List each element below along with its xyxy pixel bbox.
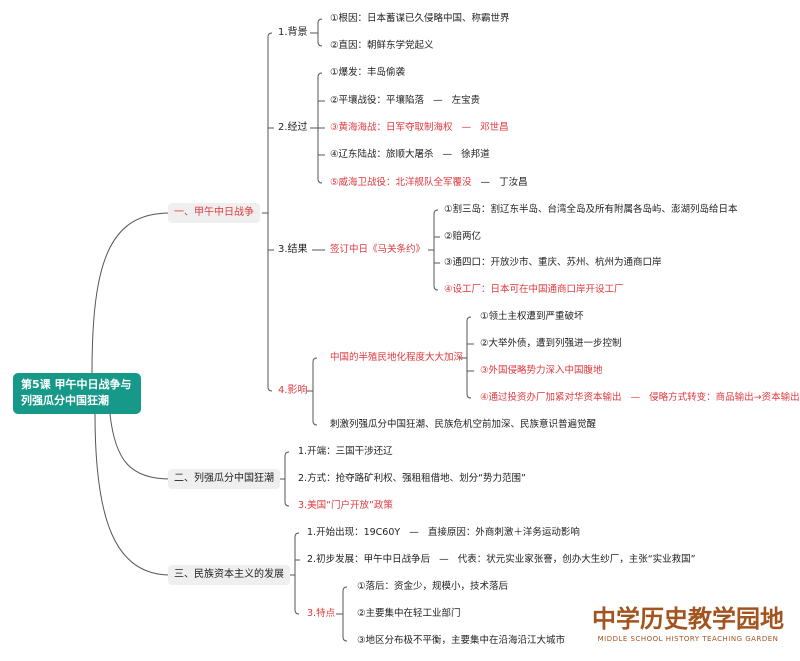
partition-item[interactable]: 1.开端：三国干涉还辽 xyxy=(298,446,393,457)
connector-root-3 xyxy=(94,413,171,576)
capitalism-features[interactable]: 3.特点 xyxy=(307,608,336,619)
partition-item[interactable]: 2.方式：抢夺路矿利权、强租租借地、划分“势力范围” xyxy=(298,473,526,484)
topic-background[interactable]: 1.背景 xyxy=(278,27,308,38)
topic-partition[interactable]: 二、列强瓜分中国狂潮 xyxy=(168,469,280,489)
bracket-section-3 xyxy=(290,532,300,615)
logo-title: 中学历史教学园地 xyxy=(592,604,784,633)
impact-deepen[interactable]: 中国的半殖民地化程度大大加深 xyxy=(330,352,464,363)
connector-root-2 xyxy=(109,413,171,480)
early-label: 2.初步发展：甲午中日战争后 xyxy=(307,554,431,565)
impact-item-text: ④通过投资办厂加紧对华资本输出 xyxy=(480,392,622,403)
early-rep: 代表：状元实业家张謇，创办大生纱厂，主张“实业救国” xyxy=(457,554,696,565)
impact-stimulate[interactable]: 刺激列强瓜分中国狂潮、民族危机空前加深、民族意识普遍觉醒 xyxy=(330,419,597,430)
feature-item[interactable]: ③地区分布极不平衡，主要集中在沿海沿江大城市 xyxy=(357,635,566,646)
topic-sino-japanese-war[interactable]: 一、甲午中日战争 xyxy=(168,203,260,223)
process-item[interactable]: ④辽东陆战：旅顺大屠杀 — 徐邦道 xyxy=(330,149,490,160)
process-item-text: ⑤威海卫战役：北洋舰队全军覆没 xyxy=(330,177,472,188)
bracket-section-1 xyxy=(262,32,274,392)
start-label: 1.开始出现：19C60Y xyxy=(307,527,401,538)
impact-shift: 侵略方式转变：商品输出→资本输出 xyxy=(649,392,800,403)
root-title-line2: 列强瓜分中国狂潮 xyxy=(21,394,109,407)
treaty-item[interactable]: ②赔两亿 xyxy=(444,231,482,242)
partition-item[interactable]: 3.美国“门户开放”政策 xyxy=(298,500,393,511)
process-item-text: ③黄海海战：日军夺取制海权 xyxy=(330,122,453,133)
treaty-node[interactable]: 签订中日《马关条约》 xyxy=(330,244,426,255)
bracket-result xyxy=(312,209,440,291)
feature-item[interactable]: ②主要集中在轻工业部门 xyxy=(357,608,461,619)
process-item-text: ②平壤战役：平壤陷落 xyxy=(330,95,425,106)
process-item[interactable]: ③黄海海战：日军夺取制海权 — 邓世昌 xyxy=(330,122,509,133)
bracket-impact xyxy=(307,357,318,426)
topic-process[interactable]: 2.经过 xyxy=(278,122,308,133)
treaty-item[interactable]: ④设工厂：日本可在中国通商口岸开设工厂 xyxy=(444,284,624,295)
background-item[interactable]: ①根因：日本蓄谋已久侵略中国、称霸世界 xyxy=(330,13,510,24)
bracket-features xyxy=(336,586,348,642)
impact-item[interactable]: ②大举外债，遭到列强进一步控制 xyxy=(480,338,622,349)
person: 徐邦道 xyxy=(461,149,490,160)
bracket-process xyxy=(310,72,325,184)
person: 邓世昌 xyxy=(480,122,509,133)
process-item[interactable]: ①爆发：丰岛偷袭 xyxy=(330,67,406,78)
topic-impact[interactable]: 4.影响 xyxy=(278,385,308,396)
process-item-text: ④辽东陆战：旅顺大屠杀 xyxy=(330,149,434,160)
capitalism-start[interactable]: 1.开始出现：19C60Y — 直接原因：外商刺激＋洋务运动影响 xyxy=(307,527,580,538)
logo-watermark: 中学历史教学园地 MIDDLE SCHOOL HISTORY TEACHING … xyxy=(582,604,794,644)
capitalism-early[interactable]: 2.初步发展：甲午中日战争后 — 代表：状元实业家张謇，创办大生纱厂，主张“实业… xyxy=(307,554,696,565)
impact-item[interactable]: ④通过投资办厂加紧对华资本输出 — 侵略方式转变：商品输出→资本输出 xyxy=(480,392,800,403)
bracket-deepen xyxy=(460,316,474,399)
background-item[interactable]: ②直因：朝鲜东学党起义 xyxy=(330,40,434,51)
process-item[interactable]: ②平壤战役：平壤陷落 — 左宝贵 xyxy=(330,95,481,106)
bracket-background xyxy=(310,18,323,47)
root-title-line1: 第5课 甲午中日战争与 xyxy=(21,378,132,391)
topic-result[interactable]: 3.结果 xyxy=(278,244,308,255)
treaty-item[interactable]: ①割三岛：割辽东半岛、台湾全岛及所有附属各岛屿、澎湖列岛给日本 xyxy=(444,204,738,215)
impact-item[interactable]: ①领土主权遭到严重破坏 xyxy=(480,311,584,322)
topic-national-capitalism[interactable]: 三、民族资本主义的发展 xyxy=(168,565,290,585)
logo-subtitle: MIDDLE SCHOOL HISTORY TEACHING GARDEN xyxy=(597,635,779,643)
person: 左宝贵 xyxy=(451,95,481,106)
feature-item[interactable]: ①落后：资金少，规模小，技术落后 xyxy=(357,581,509,592)
treaty-item[interactable]: ③通四口：开放沙市、重庆、苏州、杭州为通商口岸 xyxy=(444,257,662,268)
person: 丁汝昌 xyxy=(499,177,528,188)
start-cause: 直接原因：外商刺激＋洋务运动影响 xyxy=(427,527,580,538)
connector-root-1 xyxy=(91,212,171,374)
root-topic[interactable]: 第5课 甲午中日战争与列强瓜分中国狂潮 xyxy=(13,373,141,414)
impact-item[interactable]: ③外国侵略势力深入中国腹地 xyxy=(480,365,603,376)
process-item[interactable]: ⑤威海卫战役：北洋舰队全军覆没 — 丁汝昌 xyxy=(330,177,528,188)
